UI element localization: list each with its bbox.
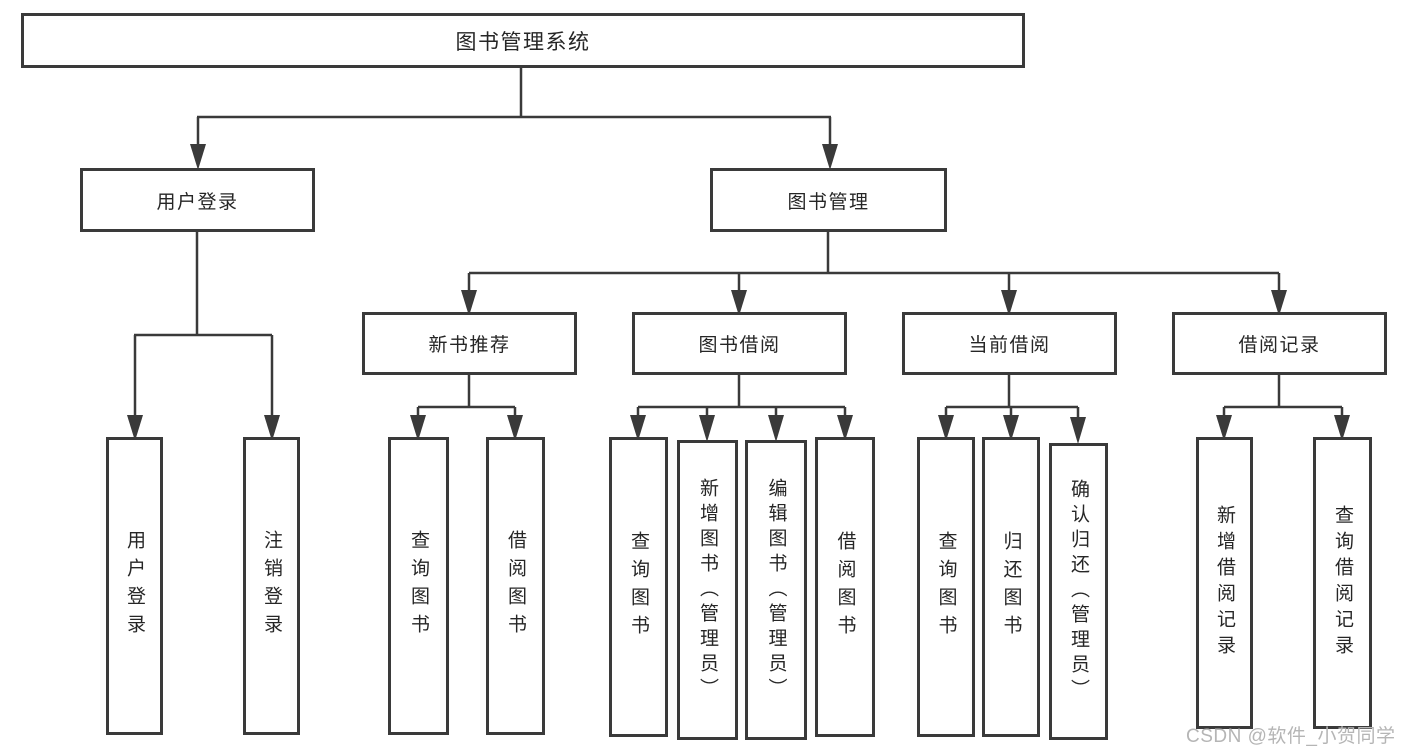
node-new-book-recommend: 新书推荐 <box>362 312 577 375</box>
csdn-watermark: CSDN @软件_小贺同学 <box>1186 726 1396 747</box>
leaf-user-login: 用户登录 <box>106 437 163 735</box>
leaf-confirm-return-admin: 确认归还（管理员） <box>1049 443 1108 740</box>
leaf-query-books-2: 查询图书 <box>609 437 668 737</box>
leaf-borrow-books-2: 借阅图书 <box>815 437 875 737</box>
leaf-edit-books-admin: 编辑图书（管理员） <box>745 440 807 740</box>
leaf-logout: 注销登录 <box>243 437 300 735</box>
node-book-management: 图书管理 <box>710 168 947 232</box>
node-borrow-records: 借阅记录 <box>1172 312 1387 375</box>
node-user-login: 用户登录 <box>80 168 315 232</box>
node-current-borrow: 当前借阅 <box>902 312 1117 375</box>
leaf-add-books-admin: 新增图书（管理员） <box>677 440 738 740</box>
leaf-query-books-1: 查询图书 <box>388 437 449 735</box>
leaf-add-borrow-record: 新增借阅记录 <box>1196 437 1253 729</box>
node-book-borrow: 图书借阅 <box>632 312 847 375</box>
leaf-borrow-books-1: 借阅图书 <box>486 437 545 735</box>
node-library-management-system: 图书管理系统 <box>21 13 1025 68</box>
leaf-query-borrow-record: 查询借阅记录 <box>1313 437 1372 729</box>
leaf-query-books-3: 查询图书 <box>917 437 975 737</box>
leaf-return-books: 归还图书 <box>982 437 1040 737</box>
